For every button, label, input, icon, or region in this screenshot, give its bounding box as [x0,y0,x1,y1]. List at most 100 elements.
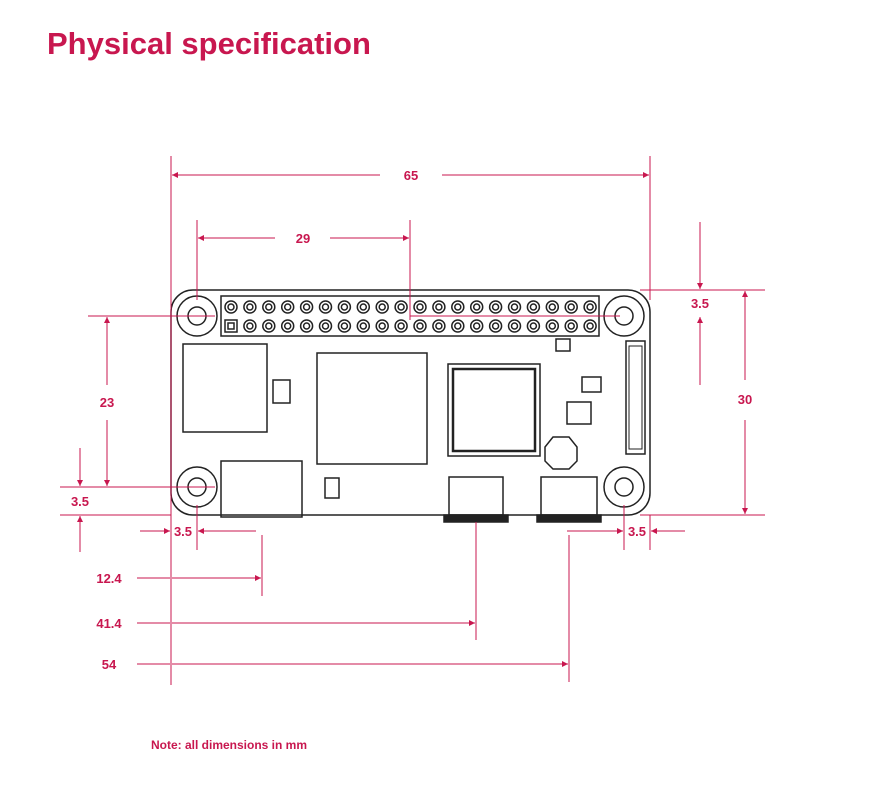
dim-label-board-height: 30 [738,392,752,407]
camera-connector [625,340,646,455]
gpio-pin-inner [435,322,443,330]
board [170,289,651,523]
gpio-pin-inner [472,322,481,330]
small-component-3 [581,376,602,393]
dim-label-hole-inset-bottom-left: 3.5 [174,524,192,539]
gpio-pin-inner [340,303,349,311]
page-title: Physical specification [47,26,371,61]
gpio-pin [356,300,371,314]
gpio-pin [299,319,314,333]
gpio-pin-inner [548,322,557,330]
gpio-pin-inner [397,322,405,330]
gpio-pin-inner [567,322,575,330]
gpio-pin [469,319,484,333]
gpio-pin [488,300,503,314]
gpio-pin [280,319,295,333]
small-component-4 [566,401,592,425]
gpio-pin-inner [378,322,386,330]
gpio-pin [545,300,560,314]
gpio-pin-inner [302,322,311,330]
small-component-5 [324,477,340,499]
gpio-pin [356,319,371,333]
dimension-lines [60,156,765,685]
gpio-pin-inner [340,322,349,330]
sd-slot [220,460,303,518]
gpio-pin [394,319,408,333]
gpio-pin-inner [548,303,557,311]
gpio-pin-inner [321,322,330,330]
gpio-pins [224,300,597,333]
ram-chip-outer [447,363,541,457]
usb-connector-b [536,476,602,523]
units-note: Note: all dimensions in mm [151,738,308,752]
gpio-pin-inner [246,322,254,330]
gpio-pin [451,319,465,333]
gpio-pin [413,319,427,333]
gpio-pin-inner [416,322,424,330]
gpio-pin-inner [265,322,273,330]
gpio-pin-inner [586,303,594,311]
gpio-pin [375,300,389,314]
gpio-pin [583,300,597,314]
gpio-pin-inner [378,303,386,311]
gpio-pin [451,300,465,314]
gpio-pin [526,300,541,314]
camera-connector-inner [628,345,643,450]
gpio-pin [224,300,238,314]
ram-chip-inner [451,367,537,453]
gpio-pin [507,300,522,314]
gpio-pin-inner [435,303,443,311]
dim-label-connector-a-offset: 41.4 [96,616,122,631]
gpio-pin [432,300,446,314]
gpio-pin-inner [510,322,519,330]
soc-chip [316,352,428,465]
gpio-pin-inner [491,303,500,311]
dim-label-hole-inset-left: 3.5 [71,494,89,509]
gpio-pin [243,319,257,333]
gpio-pin [299,300,314,314]
dim-label-hole-inset-bottom-right: 3.5 [628,524,646,539]
camera-chip [182,343,268,433]
dim-label-connector-b-offset: 54 [102,657,117,672]
gpio-pin-inner [321,303,330,311]
gpio-pin-inner [529,322,538,330]
gpio-pin-inner [491,322,500,330]
gpio-pin-inner [302,303,311,311]
gpio-pin-1-inner [227,322,235,330]
gpio-pin [564,300,578,314]
gpio-pin [375,319,389,333]
gpio-pin-inner [283,303,292,311]
gpio-pin [413,300,427,314]
gpio-pin [337,300,352,314]
gpio-pin-inner [359,322,368,330]
gpio-pin [507,319,522,333]
gpio-pin-inner [454,322,462,330]
gpio-pin [280,300,295,314]
dim-label-hole-inset-right: 3.5 [691,296,709,311]
small-component-1 [272,379,291,404]
gpio-pin [262,300,276,314]
gpio-pin-inner [283,322,292,330]
gpio-pin-inner [227,303,235,311]
gpio-pin [318,319,333,333]
gpio-pin [583,319,597,333]
gpio-pin-inner [397,303,405,311]
gpio-pin [394,300,408,314]
dim-label-hole-spacing-vertical: 23 [100,395,114,410]
gpio-pin [488,319,503,333]
gpio-pin-inner [586,322,594,330]
gpio-pin [432,319,446,333]
gpio-pin [526,319,541,333]
dim-label-header-offset: 29 [296,231,310,246]
dim-label-board-width: 65 [404,168,418,183]
gpio-pin [469,300,484,314]
gpio-pin-inner [472,303,481,311]
gpio-pin-inner [454,303,462,311]
gpio-pin-inner [567,303,575,311]
gpio-pin-inner [265,303,273,311]
octagon-component [544,436,578,470]
gpio-pin-inner [359,303,368,311]
gpio-pin [337,319,352,333]
gpio-pin [262,319,276,333]
